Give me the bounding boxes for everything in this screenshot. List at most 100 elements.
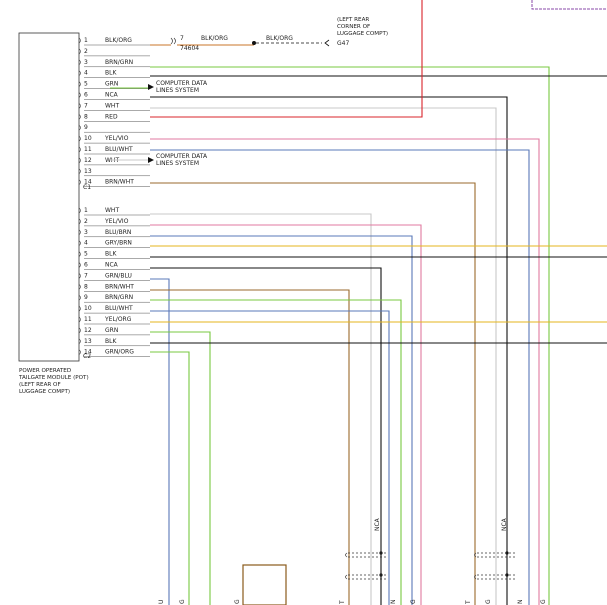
pin-number: 12: [84, 157, 92, 164]
wire: [150, 289, 350, 605]
pin-bracket: [78, 294, 81, 301]
data-lines-callout-2: COMPUTER DATA LINES SYSTEM: [148, 153, 208, 167]
wire: [150, 224, 422, 605]
pin-number: 2: [84, 218, 88, 225]
dashed-connector-right: [474, 552, 515, 580]
vertical-wire-label: NCA: [374, 517, 381, 531]
bottom-wire-label: T: [339, 600, 346, 605]
wire-label: BLU/WHT: [105, 146, 133, 153]
wire-label: BRN/GRN: [105, 294, 133, 301]
inline-connector-ref: 74604: [180, 45, 199, 52]
pin-bracket: [78, 157, 81, 164]
wire-label: GRN/BLU: [105, 272, 132, 279]
wire-label: BLK: [105, 70, 117, 77]
pin-bracket: [78, 240, 81, 246]
wire-label: BRN/GRN: [105, 59, 133, 66]
wire: [150, 96, 508, 605]
pin-bracket: [78, 305, 81, 312]
inline-wire-label: BLK/ORG: [201, 35, 228, 42]
pin-number: 10: [84, 305, 92, 312]
bottom-wire-label: T: [465, 600, 472, 605]
pin-bracket: [78, 124, 81, 131]
module-caption-line: (LEFT REAR OF: [19, 382, 61, 388]
wire-label: GRN/ORG: [105, 349, 134, 356]
wire-label: NCA: [105, 92, 119, 99]
connector-c2-label: C2: [83, 353, 91, 360]
arrow-right-icon: [148, 84, 154, 90]
pin-number: 1: [84, 37, 88, 44]
module-caption-line: TAILGATE MODULE (POT): [18, 375, 89, 381]
wire-label: RED: [105, 113, 118, 120]
wire: [150, 182, 476, 605]
bottom-wire-label: U: [158, 600, 165, 604]
pin-bracket: [78, 48, 81, 55]
pin-number: 4: [84, 70, 88, 77]
ground-id: G47: [337, 40, 349, 47]
wire-label: BLU/WHT: [105, 305, 133, 312]
pin-number: 12: [84, 327, 92, 334]
arrow-right-icon: [148, 157, 154, 163]
pin-number: 6: [84, 262, 88, 269]
pin-number: 4: [84, 240, 88, 247]
pin-bracket: [78, 251, 81, 257]
wire-label: WHT: [105, 102, 119, 109]
ground-caption-line: CORNER OF: [337, 24, 370, 30]
pin-bracket: [78, 114, 81, 120]
tailgate-module-box: [18, 32, 80, 362]
pin-number: 8: [84, 113, 88, 120]
pin-bracket: [78, 218, 81, 225]
wire-label: BLU/BRN: [105, 229, 131, 236]
pin-bracket: [78, 273, 81, 279]
wire: [150, 213, 372, 605]
pin-bracket: [78, 349, 81, 355]
wire-label: YEL/VIO: [104, 218, 129, 225]
wire-label: GRN: [105, 327, 118, 334]
pin-bracket: [78, 207, 81, 214]
wire: [150, 278, 170, 605]
pin-number: 6: [84, 92, 88, 99]
pin-number: 5: [84, 251, 88, 258]
wire-label: BLK: [105, 338, 117, 345]
pin-number: 14: [84, 349, 92, 356]
wire-label: NCA: [105, 262, 119, 269]
data-lines-text: COMPUTER DATA: [156, 153, 208, 160]
component-box: [242, 564, 287, 605]
connector-c1-label: C1: [83, 184, 91, 191]
bottom-wire-label: G: [234, 599, 241, 604]
pin-bracket: [78, 146, 81, 153]
pin-bracket: [78, 262, 81, 268]
wire-label: GRN: [105, 81, 118, 88]
bottom-wire-label: G: [540, 599, 547, 604]
bottom-wire-label: G: [179, 599, 186, 604]
inline-connector-pin: 7: [180, 35, 184, 42]
bottom-wire-label: G: [410, 599, 417, 604]
pin-bracket: [78, 92, 81, 98]
pin-bracket: [78, 179, 81, 185]
pin-number: 2: [84, 48, 88, 55]
pin-bracket: [78, 338, 81, 345]
wire-group: [110, 0, 607, 605]
bottom-wire-label: N: [517, 600, 524, 605]
pin-bracket: [78, 135, 81, 142]
wire: [150, 299, 402, 605]
wire: [150, 138, 540, 605]
pin-number: 7: [84, 102, 88, 109]
inline-connector: 7 74604 BLK/ORG BLK/ORG G47 (LEFT REAR C…: [170, 17, 388, 52]
wire: [150, 310, 390, 605]
wire: [150, 267, 382, 605]
wire: [150, 351, 190, 605]
pin-number: 1: [84, 207, 88, 214]
wire-label: GRY/BRN: [105, 240, 132, 247]
pin-bracket: [78, 229, 81, 236]
wire-label: BRN/WHT: [105, 179, 134, 186]
wire-label: BLK/ORG: [105, 37, 132, 44]
data-lines-text: LINES SYSTEM: [156, 87, 199, 94]
data-lines-callout-1: COMPUTER DATA LINES SYSTEM: [148, 80, 208, 94]
wire-label: YEL/VIO: [104, 135, 129, 142]
pin-bracket: [78, 59, 81, 66]
wire-label: WHT: [105, 207, 119, 214]
wire: [150, 66, 550, 605]
